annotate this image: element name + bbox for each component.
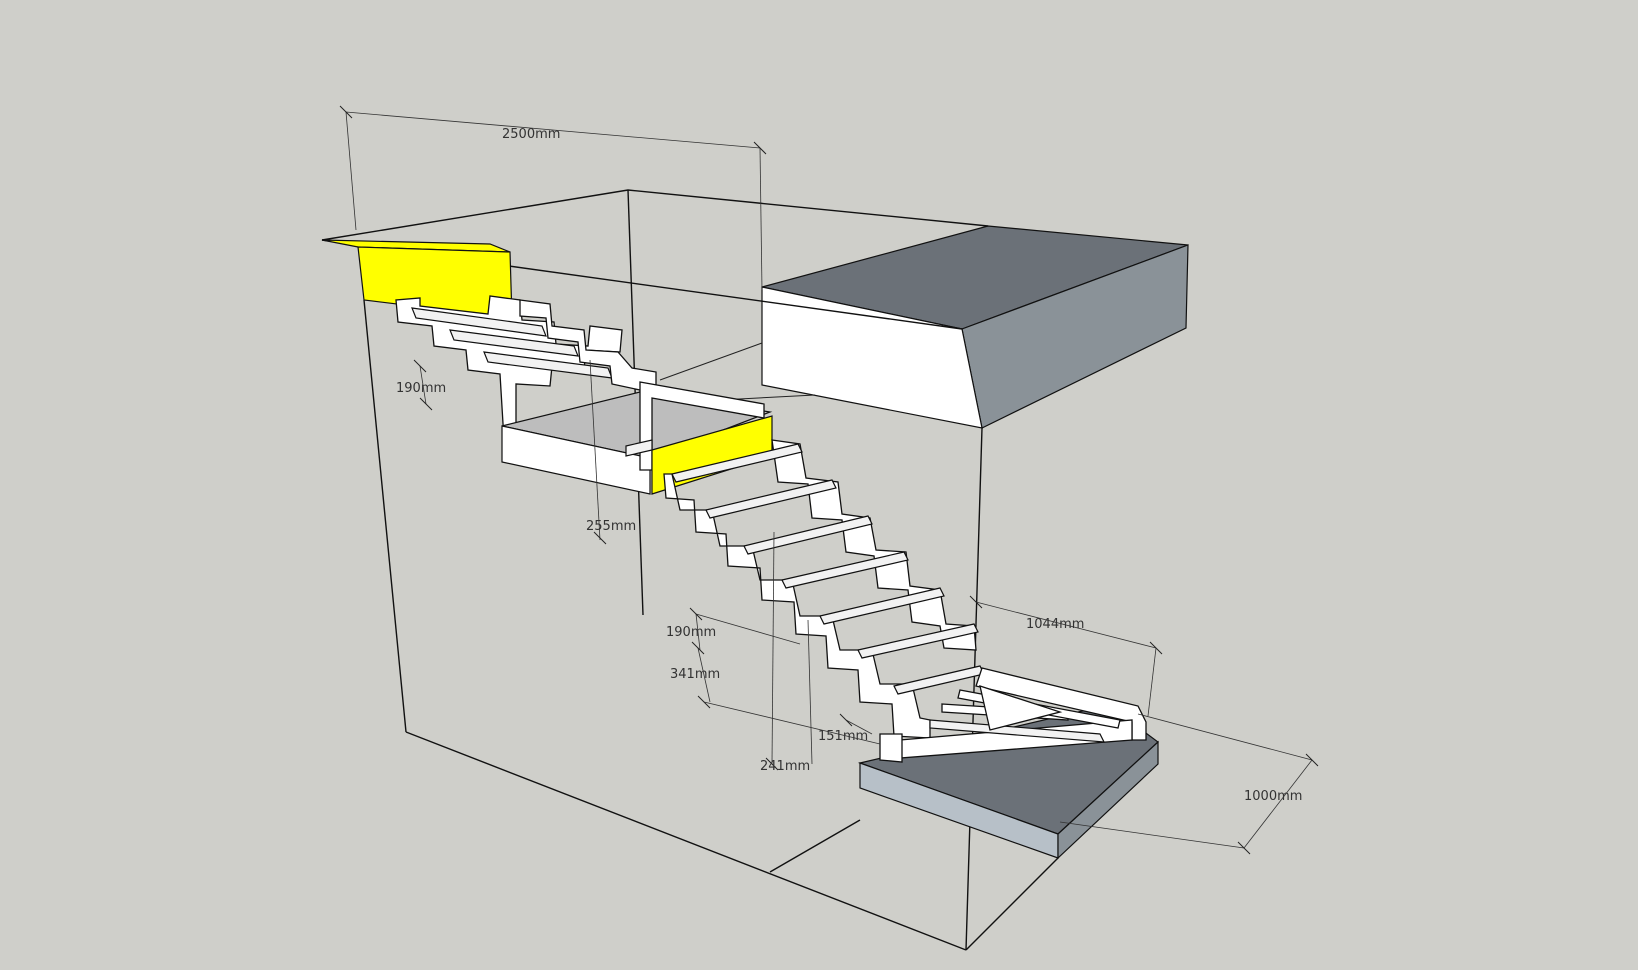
box-right-vertical [965, 427, 983, 951]
lower-tread-4 [781, 551, 909, 589]
dim-label-floor-width: 1000mm [1244, 789, 1302, 804]
dim-label-riser-upper: 190mm [396, 381, 446, 396]
dim-label-going-c: 151mm [818, 729, 868, 744]
dimension-lines [339, 105, 1319, 855]
lower-tread-6 [857, 623, 979, 659]
ceiling-slab[interactable] [761, 225, 1189, 429]
landing-guide-line [659, 342, 763, 381]
dimension-labels: 2500mm 190mm 255mm 190mm 341mm 241mm 151… [396, 127, 1302, 804]
winder-nose [879, 733, 903, 763]
box-bottom-front [405, 731, 967, 951]
box-bottom-back [769, 819, 861, 873]
dim-label-width-total: 2500mm [502, 127, 560, 142]
mid-landing[interactable] [501, 381, 773, 495]
dim-label-going-a: 341mm [670, 667, 720, 682]
landing-frame [639, 381, 765, 471]
lower-tread-1 [671, 443, 803, 483]
upper-tread-2 [449, 329, 579, 357]
landing-yellow-edge [625, 439, 653, 457]
upper-tread-1 [411, 307, 547, 337]
lower-flight[interactable] [663, 439, 985, 739]
box-top-edges [321, 189, 989, 241]
lower-tread-7 [893, 665, 985, 695]
lower-tread-5 [819, 587, 945, 625]
winder-tread-1 [929, 719, 1106, 743]
dim-label-flight-width: 1044mm [1026, 617, 1084, 632]
stairwell-box [321, 189, 1059, 951]
landing-front-face [501, 425, 651, 495]
lower-tread-3 [743, 515, 873, 555]
dim-label-riser-lower: 190mm [666, 625, 716, 640]
dim-label-going-b: 241mm [760, 759, 810, 774]
floor-side-face [1057, 740, 1159, 860]
dim-label-landing-gap: 255mm [586, 519, 636, 534]
winder-triangle [979, 685, 1063, 731]
winder-frame-outer [975, 667, 1147, 741]
box-left-vertical [363, 299, 407, 733]
winder-steps[interactable] [879, 667, 1147, 763]
box-bottom-right [965, 857, 1059, 951]
lower-tread-2 [705, 479, 837, 519]
